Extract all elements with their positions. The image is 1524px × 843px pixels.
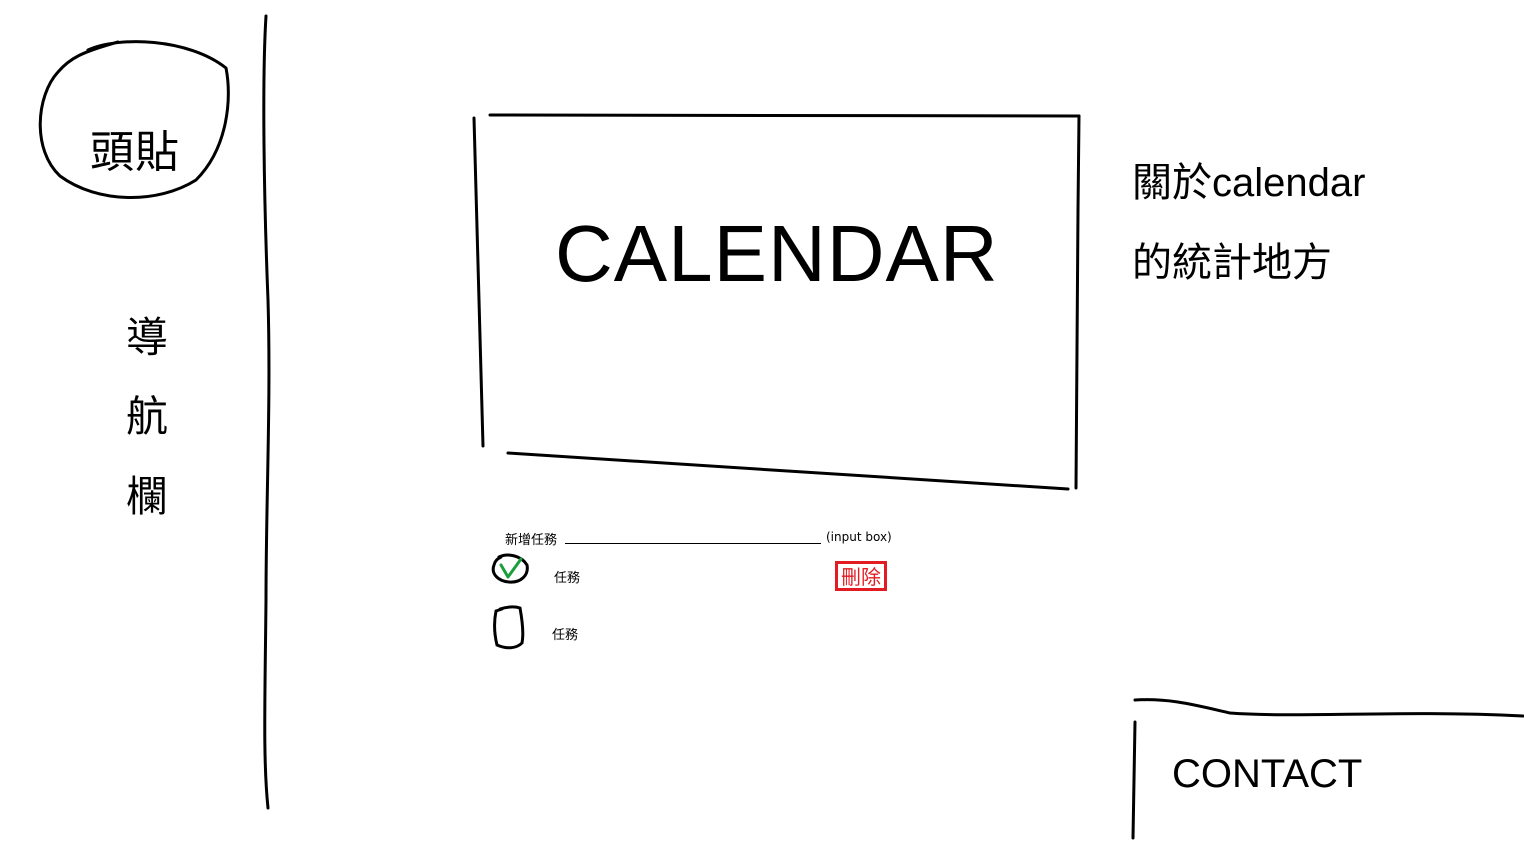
avatar-label: 頭貼 [90,127,180,178]
calendar-box-top [488,113,1081,118]
avatar-circle-icon [38,40,230,199]
calendar-box-bottom [506,451,1070,491]
delete-button[interactable]: 刪除 [835,561,887,591]
task-label: 任務 [552,628,579,643]
add-task-input[interactable] [565,528,821,544]
contact-top-line [1133,698,1524,718]
nav-label-char-3[interactable]: 欄 [126,472,169,521]
task-checkbox-unchecked[interactable] [492,605,526,651]
calendar-box-right [1074,114,1081,490]
task-checkbox-checked[interactable] [491,553,531,585]
checkbox-checked-icon [491,553,529,584]
input-box-note: (input box) [826,530,892,544]
add-task-label: 新增任務 [505,533,558,548]
avatar[interactable] [38,38,230,200]
nav-label-char-2[interactable]: 航 [126,392,169,441]
calendar-box-left [472,116,485,448]
nav-label-char-1[interactable]: 導 [126,313,169,362]
task-label: 任務 [554,571,581,586]
calendar-stats-line-2: 的統計地方 [1132,241,1332,285]
calendar-title: CALENDAR [555,209,999,298]
calendar-stats-line-1: 關於calendar [1132,161,1366,205]
contact-label[interactable]: CONTACT [1172,752,1363,796]
sidebar-divider [262,14,271,810]
contact-left-line [1131,720,1137,840]
checkbox-empty-icon [493,605,525,650]
